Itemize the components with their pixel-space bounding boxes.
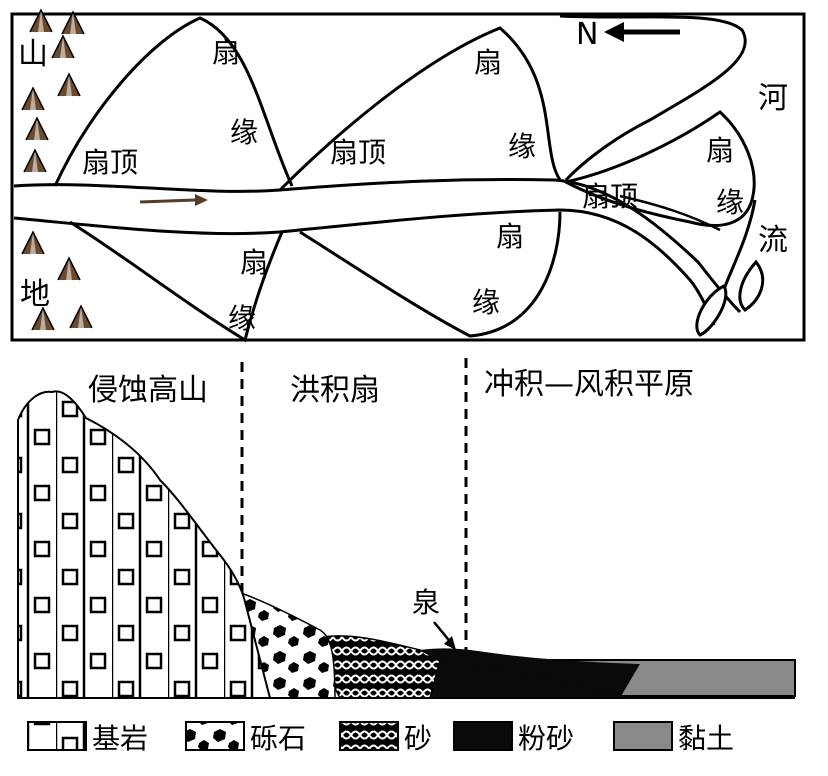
legend-swatch-clay: [613, 721, 673, 751]
legend-swatch-sand: [339, 721, 399, 751]
river-label: 河: [758, 81, 788, 116]
spring-label: 泉: [412, 586, 440, 619]
north-label: N: [576, 17, 598, 52]
spring-pointer-head: [444, 636, 456, 650]
legend-swatch-gravel: [185, 721, 245, 751]
legend-label: 基岩: [92, 722, 148, 755]
fan-branch: [619, 194, 721, 232]
fan-edge-label: 扇: [474, 46, 502, 79]
fan-edge-label: 缘: [472, 286, 500, 319]
fan-edge-label: 扇: [240, 246, 268, 279]
river-bank-upper: [13, 177, 742, 314]
map-frame: [10, 12, 806, 342]
fan-top-label: 扇顶: [82, 146, 138, 179]
fan-outline: [278, 26, 562, 192]
fan-edge-label: 缘: [716, 186, 744, 219]
fan-edge-label: 缘: [228, 302, 256, 335]
legend-label: 砾石: [250, 722, 306, 755]
legend-swatch-silt: [453, 721, 513, 751]
silt-wedge: [470, 666, 630, 698]
legend: 基岩 砾石 砂 粉砂 黏土: [27, 721, 734, 755]
legend-item-sand: 砂: [339, 721, 432, 755]
legend-label: 粉砂: [518, 722, 574, 755]
river-label: 流: [758, 223, 788, 258]
legend-label: 砂: [404, 722, 432, 755]
river-bank-lower: [13, 208, 716, 326]
legend-item-clay: 黏土: [613, 721, 734, 755]
fan-outline: [69, 220, 284, 343]
legend-swatch-bedrock: [27, 721, 87, 751]
plan-view-map: N 山 地 扇顶 扇 缘 扇顶 扇 缘 扇 缘 扇 缘 扇顶 扇 缘 河 流: [10, 9, 806, 343]
fan-outline: [299, 211, 562, 338]
legend-label: 黏土: [678, 722, 734, 755]
flow-arrow: [139, 198, 196, 204]
fan-edge-label: 缘: [230, 116, 258, 149]
fan-outline: [561, 110, 756, 227]
river-islet: [738, 259, 765, 312]
fan-outline: [53, 16, 294, 187]
fan-edge-label: 扇: [496, 220, 524, 253]
fan-top-label: 扇顶: [582, 180, 638, 213]
zone-label-fan: 洪积扇: [290, 373, 380, 408]
mountain-label: 山: [18, 37, 48, 72]
fan-outline: [559, 14, 747, 182]
cross-section-profile: 侵蚀高山 洪积扇 冲积—风积平原 泉: [17, 358, 796, 699]
zone-label-plain: 冲积—风积平原: [484, 367, 694, 402]
legend-item-silt: 粉砂: [453, 721, 574, 755]
mountain-label: 地: [20, 277, 50, 312]
zone-label-mountain: 侵蚀高山: [88, 373, 208, 408]
fan-top-label: 扇顶: [330, 136, 386, 169]
legend-item-bedrock: 基岩: [27, 721, 148, 755]
river-islet: [695, 284, 728, 337]
bedrock-layer: [17, 390, 272, 699]
flow-arrow-head: [195, 194, 208, 206]
legend-item-gravel: 砾石: [185, 721, 306, 755]
north-arrow-head: [604, 22, 624, 42]
fan-edge-label: 缘: [508, 130, 536, 163]
fan-edge-label: 扇: [212, 36, 240, 69]
fan-edge-label: 扇: [706, 134, 734, 167]
